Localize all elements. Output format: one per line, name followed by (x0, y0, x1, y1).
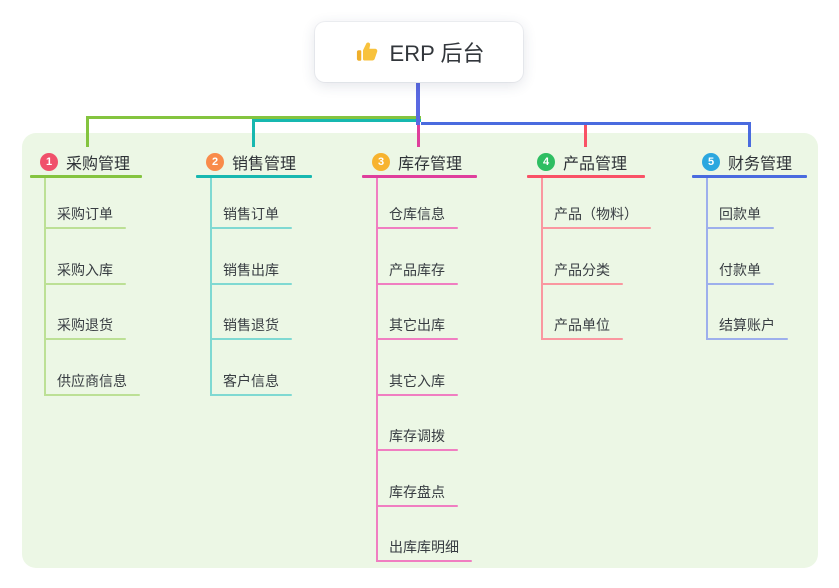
connector-bus-1 (86, 116, 421, 119)
child-item[interactable]: 产品库存 (389, 262, 445, 278)
root-connector (416, 82, 420, 125)
child-item[interactable]: 销售退货 (223, 317, 279, 333)
branch-5-badge: 5 (702, 153, 720, 171)
branch-2-underline (196, 175, 312, 178)
connector-drop-4 (584, 122, 587, 147)
child-item-underline (376, 283, 458, 285)
child-item-underline (44, 394, 140, 396)
connector-bus-2 (252, 119, 421, 122)
child-item-underline (706, 227, 774, 229)
child-item[interactable]: 回款单 (719, 206, 761, 222)
branch-4-badge: 4 (537, 153, 555, 171)
branch-5-header[interactable]: 5 财务管理 (702, 150, 792, 174)
root-node[interactable]: ERP 后台 (315, 22, 523, 82)
connector-drop-1 (86, 116, 89, 147)
child-item[interactable]: 供应商信息 (57, 373, 127, 389)
branch-4-child-connector (541, 178, 543, 340)
child-item-underline (376, 338, 458, 340)
branch-3-child-connector (376, 178, 378, 562)
child-item-underline (376, 394, 458, 396)
child-item[interactable]: 其它出库 (389, 317, 445, 333)
child-item[interactable]: 采购退货 (57, 317, 113, 333)
branch-5-child-connector (706, 178, 708, 340)
child-item[interactable]: 产品（物料） (554, 206, 638, 222)
branch-1-underline (30, 175, 142, 178)
child-item-underline (706, 283, 774, 285)
branch-1-badge: 1 (40, 153, 58, 171)
child-item[interactable]: 结算账户 (719, 317, 775, 333)
child-item-underline (541, 338, 623, 340)
branch-1-label: 采购管理 (66, 156, 131, 173)
child-item[interactable]: 付款单 (719, 262, 761, 278)
child-item[interactable]: 其它入库 (389, 373, 445, 389)
child-item[interactable]: 仓库信息 (389, 206, 445, 222)
connector-drop-2 (252, 119, 255, 147)
connector-bus-5 (421, 122, 751, 125)
root-title: ERP 后台 (389, 41, 485, 66)
branch-2-header[interactable]: 2 销售管理 (206, 150, 296, 174)
child-item-underline (541, 227, 651, 229)
child-item-underline (44, 338, 126, 340)
child-item-underline (376, 449, 458, 451)
connector-drop-5 (748, 122, 751, 147)
child-item[interactable]: 产品单位 (554, 317, 610, 333)
branch-1-child-connector (44, 178, 46, 396)
child-item-underline (44, 227, 126, 229)
child-item-underline (210, 283, 292, 285)
child-item[interactable]: 采购订单 (57, 206, 113, 222)
child-item[interactable]: 销售订单 (223, 206, 279, 222)
branch-3-badge: 3 (372, 153, 390, 171)
branch-3-underline (362, 175, 477, 178)
branch-3-label: 库存管理 (398, 156, 463, 173)
child-item[interactable]: 产品分类 (554, 262, 610, 278)
branch-5-underline (692, 175, 807, 178)
child-item-underline (376, 505, 458, 507)
child-item[interactable]: 销售出库 (223, 262, 279, 278)
branch-2-badge: 2 (206, 153, 224, 171)
branch-3-header[interactable]: 3 库存管理 (372, 150, 462, 174)
branch-2-label: 销售管理 (232, 156, 297, 173)
child-item-underline (376, 560, 472, 562)
child-item[interactable]: 采购入库 (57, 262, 113, 278)
child-item-underline (44, 283, 126, 285)
child-item-underline (210, 338, 292, 340)
thumbs-up-icon (354, 39, 380, 65)
child-item[interactable]: 客户信息 (223, 373, 279, 389)
child-item-underline (210, 394, 292, 396)
child-item-underline (210, 227, 292, 229)
child-item[interactable]: 库存盘点 (389, 484, 445, 500)
branch-2-child-connector (210, 178, 212, 396)
child-item[interactable]: 出库库明细 (389, 539, 459, 555)
branch-4-header[interactable]: 4 产品管理 (537, 150, 627, 174)
branches-panel (22, 133, 818, 568)
child-item-underline (706, 338, 788, 340)
branch-5-label: 财务管理 (728, 156, 793, 173)
branch-1-header[interactable]: 1 采购管理 (40, 150, 130, 174)
branch-4-underline (527, 175, 645, 178)
child-item-underline (541, 283, 623, 285)
child-item[interactable]: 库存调拨 (389, 428, 445, 444)
child-item-underline (376, 227, 458, 229)
branch-4-label: 产品管理 (563, 156, 628, 173)
connector-drop-3 (417, 116, 420, 147)
